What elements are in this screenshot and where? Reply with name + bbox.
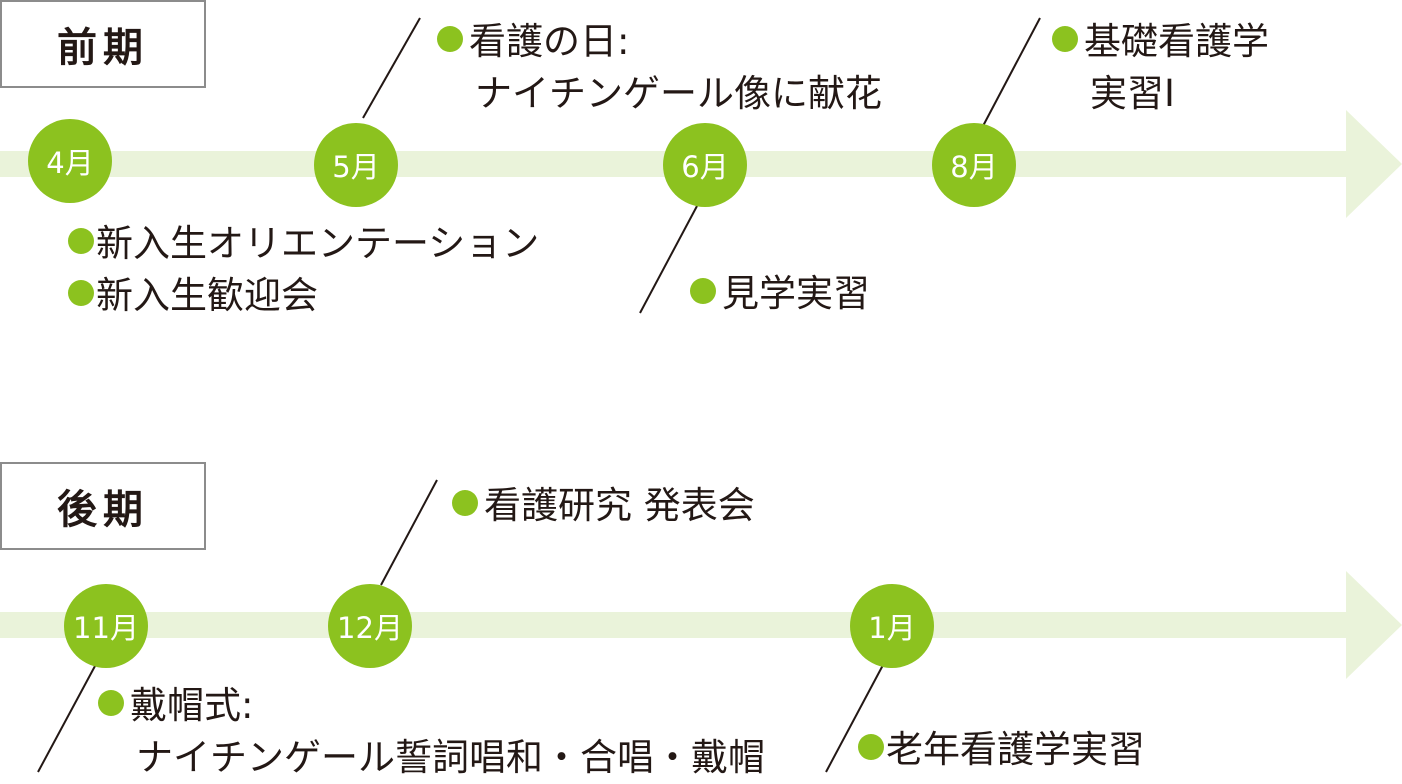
bullet-dot xyxy=(858,734,884,760)
event-research-presentation: 看護研究 発表会 xyxy=(452,480,755,532)
connector-august xyxy=(982,17,1041,127)
first-term-timeline-arrowhead xyxy=(1346,110,1402,218)
connector-november xyxy=(37,665,96,773)
event-welcome-party: 新入生歓迎会 xyxy=(96,274,318,317)
connector-january xyxy=(825,664,884,773)
event-observation-practice-text: 見学実習 xyxy=(722,272,870,315)
bullet-dot xyxy=(68,228,94,254)
month-circle-august: 8月 xyxy=(932,123,1016,207)
bullet-dot xyxy=(690,278,716,304)
first-term-title: 前期 xyxy=(0,0,206,88)
event-capping-ceremony: 戴帽式: ナイチンゲール誓詞唱和・合唱・戴帽 xyxy=(98,680,765,784)
bullet-dot xyxy=(1052,26,1078,52)
event-nursing-day-detail: ナイチンゲール像に献花 xyxy=(475,72,882,115)
month-circle-april: 4月 xyxy=(28,119,112,203)
month-circle-january: 1月 xyxy=(850,584,934,668)
second-term-timeline-band xyxy=(0,612,1346,638)
event-basic-nursing-practice: 基礎看護学 実習Ⅰ xyxy=(1052,16,1269,120)
event-geriatric-practice-text: 老年看護学実習 xyxy=(886,728,1145,771)
bullet-dot xyxy=(98,690,124,716)
event-basic-practice-line2: 実習Ⅰ xyxy=(1090,72,1175,115)
event-basic-practice-line1: 基礎看護学 xyxy=(1084,20,1269,63)
connector-may xyxy=(362,17,421,119)
event-nursing-day-title: 看護の日: xyxy=(469,20,630,63)
event-research-presentation-text: 看護研究 発表会 xyxy=(484,484,755,527)
bullet-dot xyxy=(452,490,478,516)
connector-june xyxy=(639,205,698,314)
connector-december xyxy=(380,479,438,586)
event-orientation: 新入生オリエンテーション xyxy=(96,222,540,265)
month-circle-december: 12月 xyxy=(328,584,412,668)
bullet-dot xyxy=(68,280,94,306)
event-observation-practice: 見学実習 xyxy=(690,268,870,320)
event-capping-detail: ナイチンゲール誓詞唱和・合唱・戴帽 xyxy=(136,736,765,779)
second-term-timeline-arrowhead xyxy=(1346,571,1402,679)
month-circle-november: 11月 xyxy=(64,584,148,668)
event-april-list: 新入生オリエンテーション 新入生歓迎会 xyxy=(68,218,539,322)
event-nursing-day: 看護の日: ナイチンゲール像に献花 xyxy=(437,16,882,120)
event-geriatric-practice: 老年看護学実習 xyxy=(858,724,1145,776)
second-term-title: 後期 xyxy=(0,462,206,550)
month-circle-may: 5月 xyxy=(314,123,398,207)
event-capping-title: 戴帽式: xyxy=(130,684,254,727)
month-circle-june: 6月 xyxy=(663,123,747,207)
bullet-dot xyxy=(437,26,463,52)
